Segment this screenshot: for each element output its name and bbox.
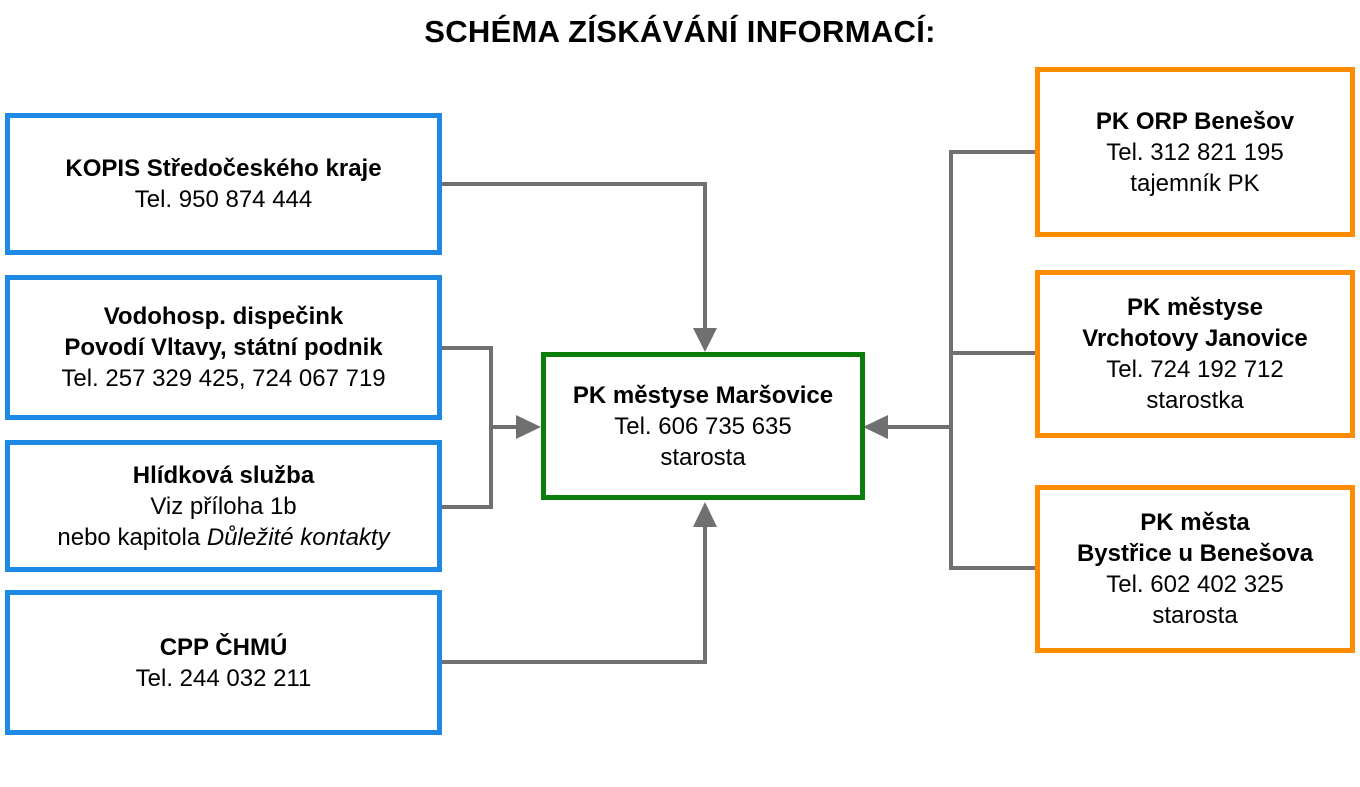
hlidkova-chapter-prefix: nebo kapitola — [57, 523, 207, 551]
hlidkova-name: Hlídková služba — [132, 461, 315, 489]
cpp-name: CPP ČHMÚ — [159, 633, 288, 661]
arrowhead-top — [693, 328, 717, 352]
vodohosp-name-2: Povodí Vltavy, státní podnik — [64, 334, 383, 361]
vrchotovy-role: starostka — [1146, 387, 1244, 414]
center-phone: Tel. 606 735 635 — [614, 412, 792, 440]
center-name: PK městyse Maršovice — [572, 381, 834, 409]
connector-right-bracket — [949, 150, 1037, 570]
bystrice-role: starosta — [1152, 602, 1238, 629]
orp-phone: Tel. 312 821 195 — [1106, 138, 1284, 166]
orp-name: PK ORP Benešov — [1095, 107, 1295, 135]
bystrice-phone: Tel. 602 402 325 — [1106, 571, 1284, 598]
box-vodohosp: Vodohosp. dispečink Povodí Vltavy, státn… — [5, 275, 442, 420]
connector-kopis — [442, 182, 707, 332]
arrowhead-right-in — [863, 415, 888, 439]
kopis-phone: Tel. 950 874 444 — [134, 186, 313, 213]
box-center-marsovice: PK městyse Maršovice Tel. 606 735 635 st… — [541, 352, 865, 500]
hlidkova-chapter: nebo kapitola Důležité kontakty — [57, 522, 389, 553]
diagram-title: SCHÉMA ZÍSKÁVÁNÍ INFORMACÍ: — [424, 14, 936, 49]
box-cpp: CPP ČHMÚ Tel. 244 032 211 — [5, 590, 442, 735]
hlidkova-attachment: Viz příloha 1b — [150, 492, 297, 520]
vodohosp-name-1: Vodohosp. dispečink — [103, 303, 344, 330]
connector-cpp — [442, 525, 707, 664]
vrchotovy-phone: Tel. 724 192 712 — [1106, 356, 1284, 383]
box-bystrice: PK města Bystřice u Benešova Tel. 602 40… — [1035, 485, 1355, 653]
vrchotovy-name-2: Vrchotovy Janovice — [1082, 325, 1308, 352]
box-vrchotovy-janovice: PK městyse Vrchotovy Janovice Tel. 724 1… — [1035, 270, 1355, 438]
hlidkova-chapter-italic: Důležité kontakty — [206, 523, 390, 551]
bystrice-name-1: PK města — [1140, 509, 1250, 536]
orp-role: tajemník PK — [1130, 169, 1260, 197]
arrowhead-bottom — [693, 502, 717, 527]
arrowhead-left-in — [516, 415, 541, 439]
center-role: starosta — [660, 443, 746, 471]
bystrice-name-2: Bystřice u Benešova — [1076, 540, 1314, 567]
box-hlidkova: Hlídková služba Viz příloha 1b nebo kapi… — [5, 440, 442, 572]
cpp-phone: Tel. 244 032 211 — [135, 664, 312, 692]
kopis-name: KOPIS Středočeského kraje — [65, 155, 382, 182]
box-orp-benesov: PK ORP Benešov Tel. 312 821 195 tajemník… — [1035, 67, 1355, 237]
vrchotovy-name-1: PK městyse — [1126, 294, 1264, 321]
box-kopis: KOPIS Středočeského kraje Tel. 950 874 4… — [5, 113, 442, 255]
vodohosp-phone: Tel. 257 329 425, 724 067 719 — [61, 365, 386, 392]
connector-vodohosp — [442, 346, 493, 509]
